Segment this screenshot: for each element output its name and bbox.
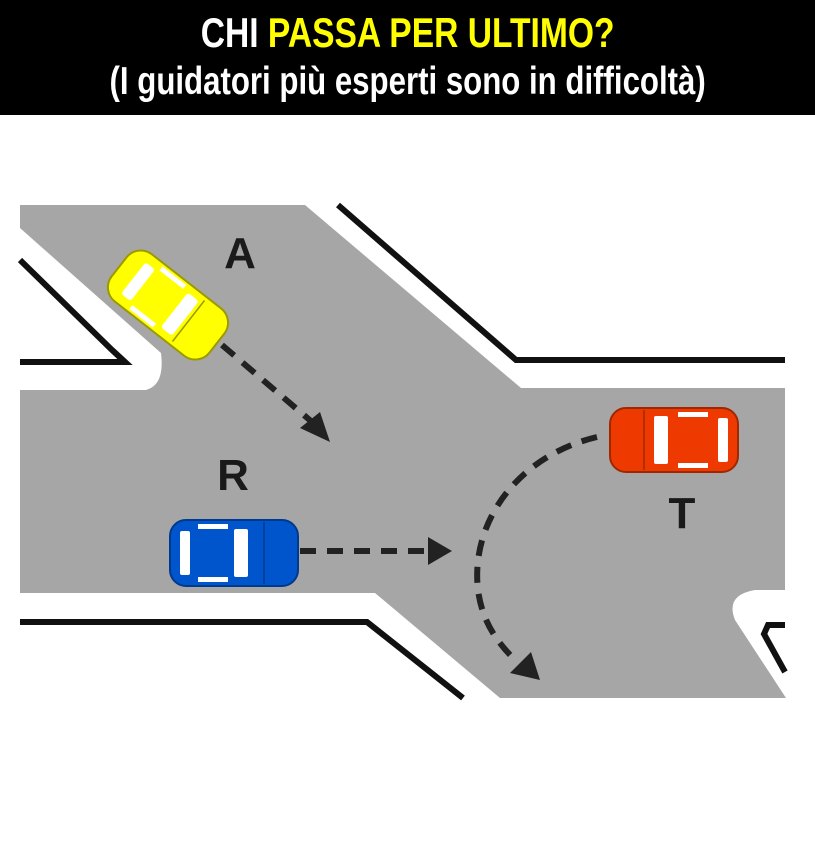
- curb-upper-left: [17, 257, 133, 365]
- subtitle-text: (I guidatori più esperti sono in diffico…: [109, 60, 706, 103]
- curb-lower-left: [20, 619, 465, 701]
- curb-lines: [17, 202, 788, 701]
- label-t: T: [669, 489, 696, 538]
- arrowhead-r: [428, 537, 452, 565]
- title-banner: CHI PASSA PER ULTIMO? (I guidatori più e…: [0, 0, 815, 115]
- arrowhead-t: [510, 652, 540, 680]
- car-a-yellow: [106, 249, 230, 361]
- label-a: A: [224, 229, 256, 278]
- arrowhead-a: [300, 412, 330, 442]
- path-a: [220, 342, 314, 425]
- path-t: [474, 434, 598, 663]
- subtitle: (I guidatori più esperti sono in diffico…: [0, 60, 815, 104]
- curb-lower-right: [760, 622, 788, 674]
- label-r: R: [217, 451, 249, 500]
- car-r-blue: [169, 519, 299, 587]
- title-part-1: CHI: [200, 9, 268, 56]
- curb-upper-right: [336, 202, 785, 363]
- car-t-red: [609, 407, 739, 473]
- title-part-2: PASSA PER ULTIMO?: [267, 9, 615, 56]
- title: CHI PASSA PER ULTIMO?: [0, 10, 815, 56]
